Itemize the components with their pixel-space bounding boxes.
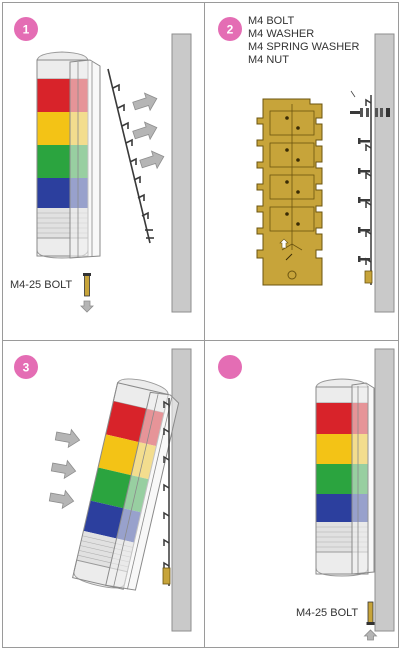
hardware-label: M4 NUT [248, 54, 289, 66]
hardware-stack [350, 90, 390, 117]
hardware-label-list: M4 BOLT M4 WASHER M4 SPRING WASHER M4 NU… [248, 15, 359, 67]
step-badge-1 [14, 17, 38, 41]
signal-tower [315, 378, 375, 577]
hardware-label: M4 BOLT [248, 15, 295, 27]
bolt-label: M4-25 BOLT [296, 607, 359, 619]
step-badge-2 [218, 17, 242, 41]
step-badge-3 [14, 355, 38, 379]
wall [171, 348, 192, 632]
signal-tower [36, 51, 101, 259]
bracket-side [163, 398, 170, 586]
step-number-3: 3 [23, 361, 30, 375]
signal-tower [72, 378, 180, 591]
push-arrows [48, 428, 81, 510]
step-badge-4 [218, 355, 242, 379]
panel-1: 1 [14, 17, 192, 313]
panel-4 [218, 348, 395, 641]
bolts-side [358, 138, 370, 262]
wall [374, 33, 395, 313]
bracket-front [256, 98, 323, 286]
bolt-icon [364, 270, 373, 284]
step-number-2: 2 [227, 23, 234, 37]
panel-3: 3 [14, 348, 192, 632]
panel-2: 2 [218, 17, 395, 313]
bracket-side [107, 68, 154, 244]
hardware-label: M4 WASHER [248, 28, 315, 40]
hardware-label: M4 SPRING WASHER [248, 41, 360, 53]
bolt-icon [363, 601, 378, 641]
bolt-label: M4-25 BOLT [10, 279, 73, 291]
bolt-icon [162, 567, 171, 585]
bracket-side [365, 95, 372, 285]
push-arrows [132, 92, 165, 170]
step-number-1: 1 [23, 23, 30, 37]
bolt-icon [80, 273, 94, 313]
wall [171, 33, 192, 313]
wall [374, 348, 395, 632]
